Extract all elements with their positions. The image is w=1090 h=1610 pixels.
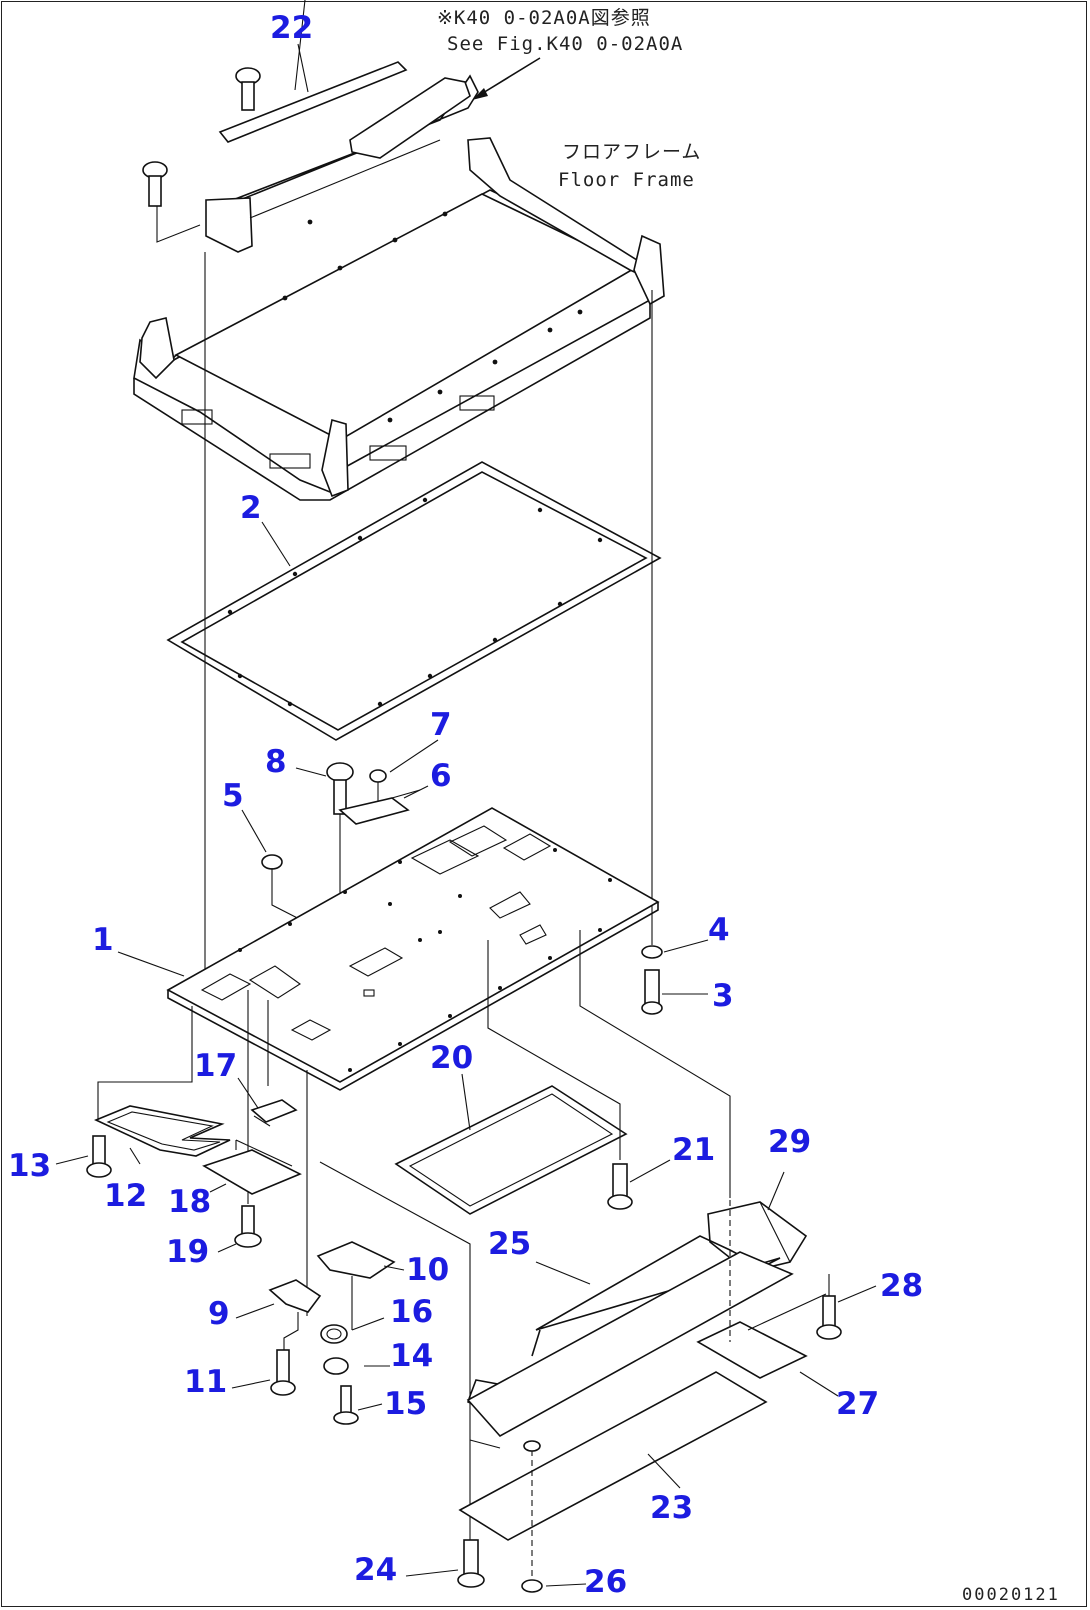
part-3-bolt [641,969,663,1015]
callout-24[interactable]: 24 [354,1552,397,1588]
callout-23[interactable]: 23 [650,1490,693,1526]
floor-frame-label-japanese: フロアフレーム [562,141,701,163]
guide-line-21 [487,940,621,1160]
part-29-pad [707,1201,808,1273]
callout-10[interactable]: 10 [406,1252,449,1288]
floor-frame-label-english: Floor Frame [558,169,695,191]
part-19-bolt [234,1205,262,1248]
part-27-plate [696,1321,808,1379]
part-4-washer [641,945,663,959]
callout-21[interactable]: 21 [672,1132,715,1168]
callout-12[interactable]: 12 [104,1178,147,1214]
callout-4[interactable]: 4 [708,912,730,948]
callout-1[interactable]: 1 [92,922,114,958]
part-11-bolt [270,1349,296,1396]
callout-2[interactable]: 2 [240,490,262,526]
reference-note-japanese: ※K40 0-02A0A図参照 [437,7,651,29]
callout-25[interactable]: 25 [488,1226,531,1262]
callout-22[interactable]: 22 [270,10,313,46]
part-25-cover [466,1235,794,1449]
part-6-plate [338,789,421,825]
guide-line-28 [747,1293,827,1331]
callout-8[interactable]: 8 [265,744,287,780]
part-9-plate [268,1279,322,1374]
callout-14[interactable]: 14 [390,1338,433,1374]
callout-27[interactable]: 27 [836,1386,879,1422]
callout-17[interactable]: 17 [194,1048,237,1084]
part-10-bracket [316,1241,396,1330]
reference-arrow [472,57,541,100]
part-16-grommet [320,1324,348,1344]
reference-note-english: See Fig.K40 0-02A0A [447,33,683,55]
part-28-bolt [816,1274,842,1340]
guide-line-24 [319,1161,471,1540]
callout-5[interactable]: 5 [222,778,244,814]
callout-7[interactable]: 7 [430,707,452,743]
part-17-pad [250,1099,298,1127]
callout-29[interactable]: 29 [768,1124,811,1160]
part-23-cover [458,1371,768,1541]
callout-numbers: 22 2 7 8 6 5 4 1 3 17 20 21 29 13 12 18 … [8,10,923,1600]
callout-9[interactable]: 9 [208,1296,230,1332]
guide-line-29 [579,930,731,1198]
part-22-rail [205,0,479,253]
callout-6[interactable]: 6 [430,758,452,794]
part-2-gasket [166,461,662,741]
floor-frame [133,137,665,501]
guide-line-12 [97,1006,193,1120]
leader-lines [55,43,877,1587]
part-8-bolt [326,762,354,930]
part-15-screw [333,1385,359,1425]
callout-16[interactable]: 16 [390,1294,433,1330]
callout-11[interactable]: 11 [184,1364,227,1400]
part-26-nut [521,1440,543,1593]
callout-15[interactable]: 15 [384,1386,427,1422]
callout-20[interactable]: 20 [430,1040,473,1076]
callout-26[interactable]: 26 [584,1564,627,1600]
drawing-code: 00020121 [962,1585,1060,1605]
bolt-top-left [235,67,261,111]
callout-18[interactable]: 18 [168,1184,211,1220]
bolt-frame-left [142,161,201,243]
part-1-floor-plate [166,807,660,1091]
part-12-cover [94,1105,231,1157]
part-13-bolt [86,1135,112,1178]
part-18-bracket [202,1139,302,1195]
part-14-clip [323,1357,349,1375]
part-20-gasket [394,1085,628,1215]
callout-28[interactable]: 28 [880,1268,923,1304]
callout-19[interactable]: 19 [166,1234,209,1270]
part-21-bolt [607,1163,633,1210]
callout-13[interactable]: 13 [8,1148,51,1184]
part-24-bolt [457,1539,485,1588]
callout-3[interactable]: 3 [712,978,734,1014]
